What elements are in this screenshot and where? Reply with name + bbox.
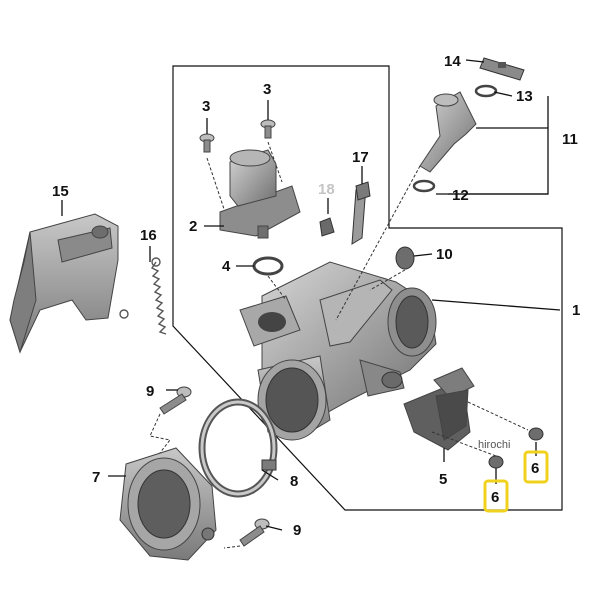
part-15-cover[interactable] [9,213,119,354]
part-3-screw-left[interactable] [199,133,215,153]
callout-6-right[interactable]: 6 [531,460,539,477]
part-8-hose-clamp[interactable] [198,398,278,498]
callout-1[interactable]: 1 [572,302,580,319]
callout-12[interactable]: 12 [452,187,469,204]
callout-13[interactable]: 13 [516,88,533,105]
callout-9-top[interactable]: 9 [146,383,154,400]
part-9-screw-top[interactable] [159,386,192,415]
callout-2[interactable]: 2 [189,218,197,235]
callout-4[interactable]: 4 [222,258,231,275]
callout-18[interactable]: 18 [318,181,335,198]
part-17-sensor[interactable] [351,181,371,245]
callout-17[interactable]: 17 [352,149,369,166]
part-1-throttle-body[interactable] [239,261,437,441]
part-2-idle-actuator[interactable] [219,149,301,239]
part-10-cap[interactable] [395,246,415,270]
highlight-box-6-right [523,450,549,484]
part-12-seal-ring[interactable] [412,179,436,193]
part-6-screw-right[interactable] [528,427,544,441]
leader-lines [61,59,561,531]
callout-6-left[interactable]: 6 [491,489,499,506]
callout-labels: 1 2 3 3 4 5 6 6 7 8 9 9 10 11 12 13 14 1… [52,53,580,539]
part-6-screw-left[interactable] [488,455,504,469]
part-7-intake-adapter[interactable] [119,447,217,561]
part-9-screw-bottom[interactable] [239,518,270,547]
callout-3-right[interactable]: 3 [263,81,271,98]
callout-14[interactable]: 14 [444,53,461,70]
callout-9-bottom[interactable]: 9 [293,522,301,539]
part-16-spring[interactable] [119,257,167,335]
callout-3-left[interactable]: 3 [202,98,210,115]
callout-10[interactable]: 10 [436,246,453,263]
callout-5[interactable]: 5 [439,471,447,488]
part-4-o-ring[interactable] [252,256,284,276]
part-14-clip[interactable] [479,57,525,81]
part-5-throttle-sensor[interactable] [403,367,475,451]
callout-16[interactable]: 16 [140,227,157,244]
part-3-screw-right[interactable] [260,119,276,139]
assembly-frame [172,65,563,511]
part-18-cap[interactable] [319,217,335,237]
callout-8[interactable]: 8 [290,473,298,490]
watermark: hirochi [478,439,510,451]
part-13-seal-ring[interactable] [474,84,498,98]
callout-15[interactable]: 15 [52,183,69,200]
callout-11[interactable]: 11 [562,131,578,148]
callout-7[interactable]: 7 [92,469,100,486]
highlight-box-6-left [483,479,509,513]
part-11-injector[interactable] [419,91,477,173]
